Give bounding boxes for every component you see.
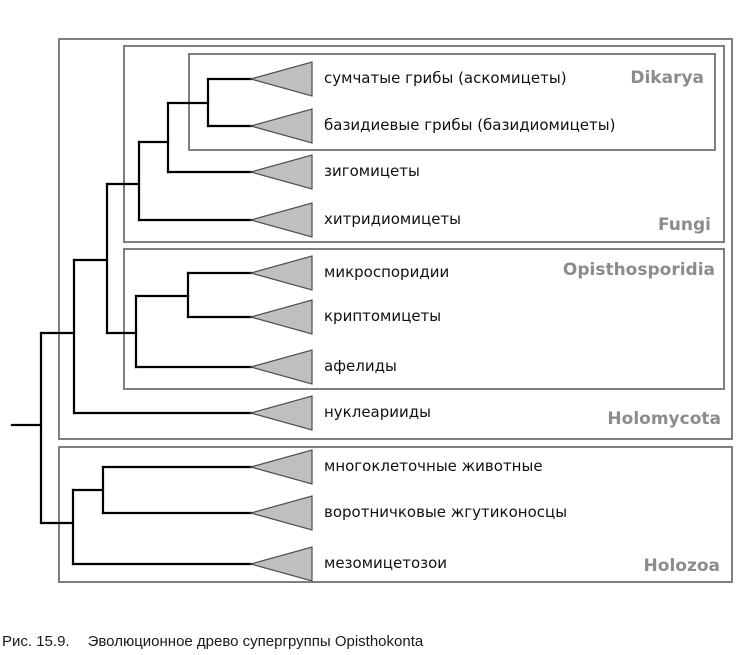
clade-triangle [248,546,313,582]
taxon-label-animals: многоклеточные животные [324,457,543,475]
holozoa-box [58,446,733,583]
clade-triangle [248,395,313,431]
clade-triangle [248,349,313,385]
tree-branches [10,77,253,566]
group-label-fungi: Fungi [658,215,711,235]
taxon-label-basidiomycetes: базидиевые грибы (базидиомицеты) [324,116,615,134]
taxon-label-zygomycetes: зигомицеты [324,162,420,180]
taxon-label-mesomycetozoea: мезомицетозои [324,554,447,572]
group-label-dikarya: Dikarya [630,68,704,88]
taxon-label-aphelids: афелиды [324,357,397,375]
clade-triangle [248,449,313,485]
group-label-holozoa: Holozoa [644,556,720,576]
clade-triangle [248,202,313,238]
figure-number: Рис. 15.9. [2,633,70,650]
figure-caption: Рис. 15.9. Эволюционное древо супергруппы… [2,633,423,650]
figure-caption-text: Эволюционное древо супергруппы Opisthoko… [87,633,424,650]
holomycota-box [58,38,733,440]
group-label-opisthosporidia: Opisthosporidia [563,260,715,280]
clade-triangle [248,154,313,190]
group-label-holomycota: Holomycota [607,409,721,429]
clade-triangle [248,61,313,97]
fungi-box [123,45,725,243]
clade-triangle [248,495,313,531]
opisthosporidia-box [123,248,725,390]
taxon-label-nucleariids: нуклеарииды [324,403,431,421]
taxon-label-choanoflagellates: воротничковые жгутиконосцы [324,503,567,521]
phylogenetic-tree: сумчатые грибы (аскомицеты) базидиевые г… [10,38,733,583]
clade-triangle [248,299,313,335]
taxon-label-chytridiomycetes: хитридиомицеты [324,210,461,228]
clade-triangle [248,108,313,144]
taxon-label-cryptomycetes: криптомицеты [324,307,441,325]
taxon-label-ascomycetes: сумчатые грибы (аскомицеты) [324,69,567,87]
taxon-label-microsporidia: микроспоридии [324,263,449,281]
clade-triangle [248,255,313,291]
